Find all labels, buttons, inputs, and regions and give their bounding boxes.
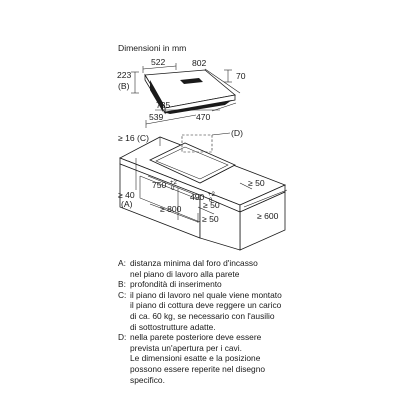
dim-min-worktop: ≥ 600 bbox=[257, 211, 279, 221]
installation-dimensions: ≥ 16 (C) (D) 750 +2 0 490 +2 0 ≥ 50 ≥ 40… bbox=[118, 128, 288, 224]
legend-line: nel piano di lavoro alla parete bbox=[130, 268, 240, 279]
dim-539: 539 bbox=[149, 112, 164, 122]
label-c: ≥ 16 (C) bbox=[118, 133, 149, 143]
legend-item: C:il piano di lavoro nel quale viene mon… bbox=[118, 290, 388, 332]
dim-750: 750 bbox=[152, 180, 167, 190]
legend-item: B: profondità di inserimento bbox=[118, 279, 388, 290]
cabinet-door bbox=[199, 194, 241, 251]
top-view-dimensions: 522 802 70 223 (B) 735 539 470 bbox=[117, 57, 246, 128]
dim-522: 522 bbox=[151, 57, 166, 67]
diagram-title: Dimensioni in mm bbox=[118, 43, 186, 53]
legend-text: il piano di lavoro nel quale viene monta… bbox=[130, 290, 388, 332]
dim-min-a: ≥ 40 bbox=[118, 190, 135, 200]
dim-min-front: ≥ 50 bbox=[202, 214, 219, 224]
cabinet-inner-left bbox=[139, 176, 201, 223]
dim-min-cabinet: ≥ 800 bbox=[160, 204, 182, 214]
label-b: (B) bbox=[118, 81, 130, 91]
legend-line: possono essere reperite nel disegno bbox=[130, 363, 266, 374]
extraction-vent bbox=[180, 78, 203, 84]
hob-body-bottom bbox=[163, 100, 232, 114]
cable-opening-d bbox=[181, 134, 213, 153]
dim-70: 70 bbox=[236, 71, 246, 81]
label-a: (A) bbox=[121, 199, 133, 209]
dim-223: 223 bbox=[117, 70, 132, 80]
legend-line: specifico. bbox=[130, 374, 165, 385]
label-d: (D) bbox=[231, 128, 243, 138]
hob-body-side bbox=[150, 80, 163, 112]
legend-line: distanza minima dal foro d'incasso bbox=[130, 258, 258, 268]
legend-line: prevista un'apertura per i cavi. bbox=[130, 342, 242, 353]
legend-text: profondità di inserimento bbox=[130, 279, 388, 290]
legend-line: il piano di lavoro nel quale viene monta… bbox=[130, 289, 282, 300]
legend-key: B: bbox=[118, 279, 126, 290]
dim-490-tol-zero: 0 bbox=[209, 198, 213, 204]
legend-line: di sottostrutture adatte. bbox=[130, 321, 216, 332]
dim-470: 470 bbox=[196, 112, 211, 122]
dim-490: 490 bbox=[190, 192, 205, 202]
dim-490-tol-plus: +2 bbox=[208, 192, 216, 198]
cutout-inner-edge bbox=[155, 146, 229, 180]
dim-750-tol-plus: +2 bbox=[170, 180, 178, 186]
legend-line: Le dimensioni esatte e la posizione bbox=[130, 353, 261, 364]
hob-unit-drawing bbox=[144, 69, 236, 115]
dim-802: 802 bbox=[192, 58, 207, 68]
legend-line: profondità di inserimento bbox=[130, 279, 222, 290]
legend-key: C: bbox=[118, 289, 127, 300]
legend-key: D: bbox=[118, 332, 127, 343]
dim-750-tol-zero: 0 bbox=[171, 186, 175, 192]
legend-line: il piano di cottura deve reggere un cari… bbox=[130, 300, 282, 311]
dim-min-back: ≥ 50 bbox=[203, 200, 220, 210]
legend-key: A: bbox=[118, 258, 126, 268]
dim-735: 735 bbox=[156, 100, 171, 110]
cabinet-inner-top bbox=[139, 175, 201, 201]
worktop-cabinet-drawing bbox=[119, 134, 287, 251]
legend-line: di ca. 60 kg, se necessario con l'ausili… bbox=[130, 310, 275, 321]
legend-line: nella parete posteriore deve essere bbox=[130, 332, 262, 343]
dim-min-right: ≥ 50 bbox=[248, 178, 265, 188]
